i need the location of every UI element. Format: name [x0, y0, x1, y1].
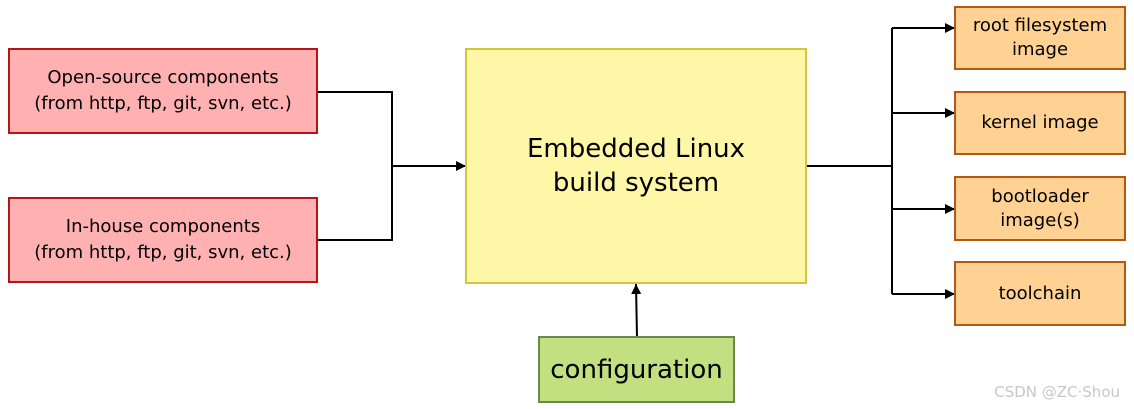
toolchain-box: toolchain	[954, 261, 1126, 326]
connector-opensource	[318, 91, 393, 166]
rootfs-image-box: root filesystem image	[954, 6, 1126, 70]
opensource-components-box: Open-source components (from http, ftp, …	[8, 48, 318, 134]
arrow-config-to-build-system	[631, 283, 642, 339]
inhouse-components-box: In-house components (from http, ftp, git…	[8, 197, 318, 283]
build-system-box: Embedded Linux build system	[465, 48, 807, 284]
configuration-box: configuration	[538, 336, 735, 403]
connector-inhouse	[318, 166, 393, 241]
bootloader-image-box: bootloader image(s)	[954, 176, 1126, 241]
kernel-image-box: kernel image	[954, 91, 1126, 155]
watermark: CSDN @ZC·Shou	[994, 383, 1120, 401]
